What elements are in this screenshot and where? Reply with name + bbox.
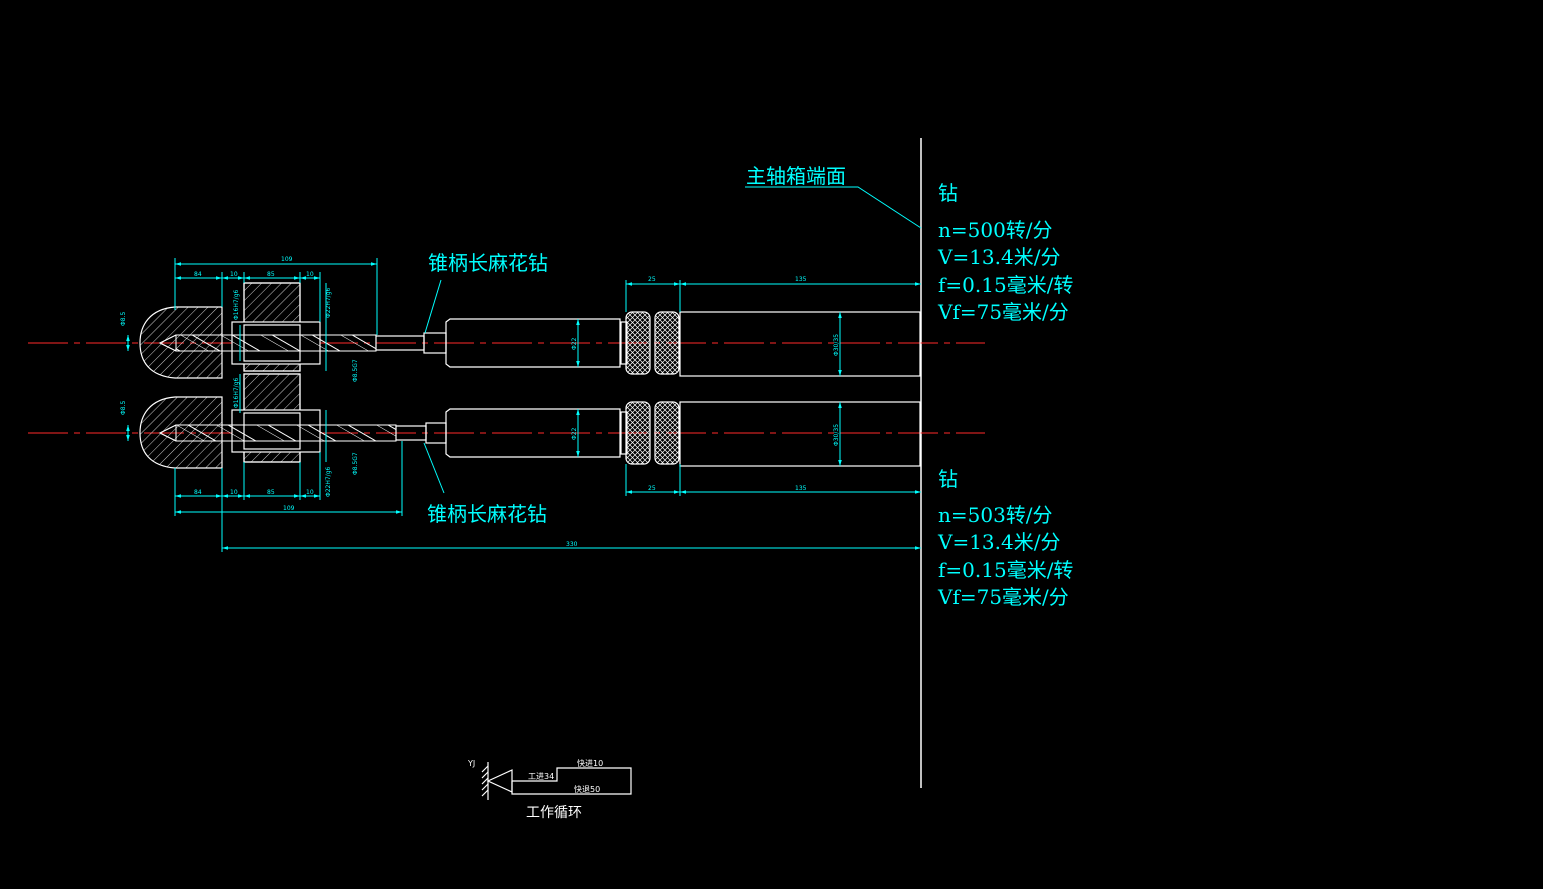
svg-text:25: 25 [648, 276, 656, 283]
svg-text:Vf=75毫米/分: Vf=75毫米/分 [937, 300, 1069, 324]
drill-top-leader [424, 279, 442, 334]
svg-text:25: 25 [648, 485, 656, 492]
svg-text:Φ8.5G7: Φ8.5G7 [352, 452, 359, 475]
svg-text:V=13.4米/分: V=13.4米/分 [937, 245, 1060, 269]
top-drill-flutes [175, 334, 377, 352]
svg-text:10: 10 [230, 271, 238, 278]
svg-text:135: 135 [795, 485, 807, 492]
svg-text:f=0.15毫米/转: f=0.15毫米/转 [938, 558, 1073, 582]
bottom-drill-flutes [175, 424, 397, 442]
bottom-knurl-1 [625, 401, 651, 465]
svg-text:Φ22H7/g6: Φ22H7/g6 [325, 287, 332, 318]
svg-text:钻: 钻 [938, 181, 958, 205]
svg-text:Φ30/35: Φ30/35 [833, 424, 840, 446]
svg-text:V=13.4米/分: V=13.4米/分 [937, 530, 1060, 554]
svg-text:85: 85 [267, 489, 275, 496]
bottom-shank [445, 408, 621, 458]
svg-text:YJ: YJ [467, 759, 475, 768]
svg-text:工进34: 工进34 [528, 772, 554, 781]
svg-text:330: 330 [566, 541, 578, 548]
top-dimensions: 109 84 10 85 10 25 135 Φ8.5 Φ16H7/g6 Φ22… [120, 256, 921, 382]
top-knurl-1 [625, 311, 651, 375]
svg-text:Vf=75毫米/分: Vf=75毫米/分 [937, 585, 1069, 609]
svg-text:109: 109 [281, 256, 293, 263]
svg-text:10: 10 [306, 271, 314, 278]
params-bottom: 钻 n=503转/分 V=13.4米/分 f=0.15毫米/转 Vf=75毫米/… [937, 467, 1073, 609]
svg-text:10: 10 [306, 489, 314, 496]
bottom-dimensions: 109 84 10 85 10 25 135 330 Φ8.5 Φ16H7/g6… [120, 374, 921, 552]
bottom-knurl-2 [654, 401, 680, 465]
svg-text:快退50: 快退50 [574, 784, 600, 794]
svg-text:Φ22H7/g6: Φ22H7/g6 [325, 466, 332, 497]
bottom-spindle [679, 401, 921, 467]
svg-text:Φ30/35: Φ30/35 [833, 334, 840, 356]
svg-text:f=0.15毫米/转: f=0.15毫米/转 [938, 273, 1073, 297]
work-cycle-diagram: YJ 工进34 快进10 快退50 工作循环 [467, 758, 632, 821]
svg-text:84: 84 [194, 489, 202, 496]
params-top: 钻 n=500转/分 V=13.4米/分 f=0.15毫米/转 Vf=75毫米/… [937, 181, 1073, 324]
svg-text:109: 109 [283, 505, 295, 512]
bottom-assembly [28, 373, 985, 469]
svg-text:Φ22: Φ22 [571, 337, 578, 350]
svg-text:84: 84 [194, 271, 202, 278]
top-spindle [679, 311, 921, 377]
drill-top-label: 锥柄长麻花钻 [428, 251, 548, 275]
drill-bottom-label: 锥柄长麻花钻 [427, 502, 547, 526]
work-cycle-caption: 工作循环 [526, 805, 582, 821]
top-shank [445, 318, 621, 368]
spindle-face-leader [745, 186, 922, 229]
spindle-face-label: 主轴箱端面 [746, 164, 846, 188]
svg-text:10: 10 [230, 489, 238, 496]
svg-text:Φ16H7/g6: Φ16H7/g6 [233, 289, 240, 320]
svg-text:Φ8.5: Φ8.5 [120, 312, 127, 326]
top-knurl-2 [654, 311, 680, 375]
svg-text:n=500转/分: n=500转/分 [938, 218, 1053, 242]
svg-text:钻: 钻 [938, 467, 958, 491]
drill-bottom-leader [423, 442, 445, 494]
svg-text:85: 85 [267, 271, 275, 278]
top-assembly [28, 282, 985, 379]
svg-text:快进10: 快进10 [577, 758, 603, 768]
svg-text:Φ16H7/g6: Φ16H7/g6 [233, 377, 240, 408]
svg-text:Φ8.5: Φ8.5 [120, 401, 127, 415]
svg-text:Φ22: Φ22 [571, 427, 578, 440]
svg-text:n=503转/分: n=503转/分 [938, 503, 1053, 527]
svg-text:135: 135 [795, 276, 807, 283]
svg-text:Φ8.5G7: Φ8.5G7 [352, 359, 359, 382]
